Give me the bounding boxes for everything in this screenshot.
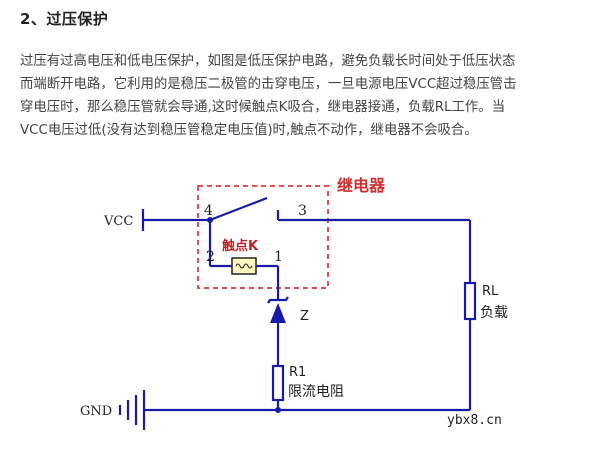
ground-symbol (118, 390, 146, 430)
paragraph-line: VCC电压过低(没有达到稳压管稳定电压值)时,触点不动作，继电器不会吸合。 (20, 123, 478, 138)
pin-4-label: 4 (204, 203, 213, 219)
zener-cathode-bar (267, 296, 289, 304)
article-paragraph: 过压有过高电压和低电压保护，如图是低压保护电路，避免负载长时间处于低压状态 而端… (20, 50, 600, 142)
load-resistor-rl (463, 281, 477, 321)
r1-description: 限流电阻 (288, 384, 344, 400)
pin-2-label: 2 (206, 249, 215, 265)
rl-description: 负载 (480, 305, 508, 321)
junction-dot (207, 217, 213, 223)
paragraph-line: 而端断开电路，它利用的是稳压二极管的击穿电压，一旦电源电压VCC超过稳压管击 (20, 77, 517, 92)
junction-dot (275, 407, 281, 413)
contact-k-switch (209, 196, 268, 222)
pin-1-label: 1 (274, 249, 283, 265)
relay-box (197, 185, 329, 289)
zener-diode (270, 303, 286, 323)
pin-3-label: 3 (298, 203, 307, 219)
relay-title: 继电器 (337, 176, 386, 195)
section-heading: 2、过压保护 (20, 10, 109, 28)
contact-k-label: 触点K (221, 238, 259, 254)
vcc-label: VCC (103, 214, 133, 229)
paragraph-line: 穿电压时，那么稳压管就会导通,这时候触点K吸合，继电器接通，负载RL工作。当 (20, 100, 506, 115)
r1-label: R1 (289, 365, 306, 380)
resistor-r1 (271, 364, 285, 402)
watermark: ybx8.cn (447, 413, 502, 428)
gnd-label: GND (80, 404, 112, 419)
rl-label: RL (482, 284, 499, 299)
coil-winding (235, 263, 253, 269)
paragraph-line: 过压有过高电压和低电压保护，如图是低压保护电路，避免负载长时间处于低压状态 (20, 54, 516, 69)
zener-label: Z (300, 309, 309, 324)
